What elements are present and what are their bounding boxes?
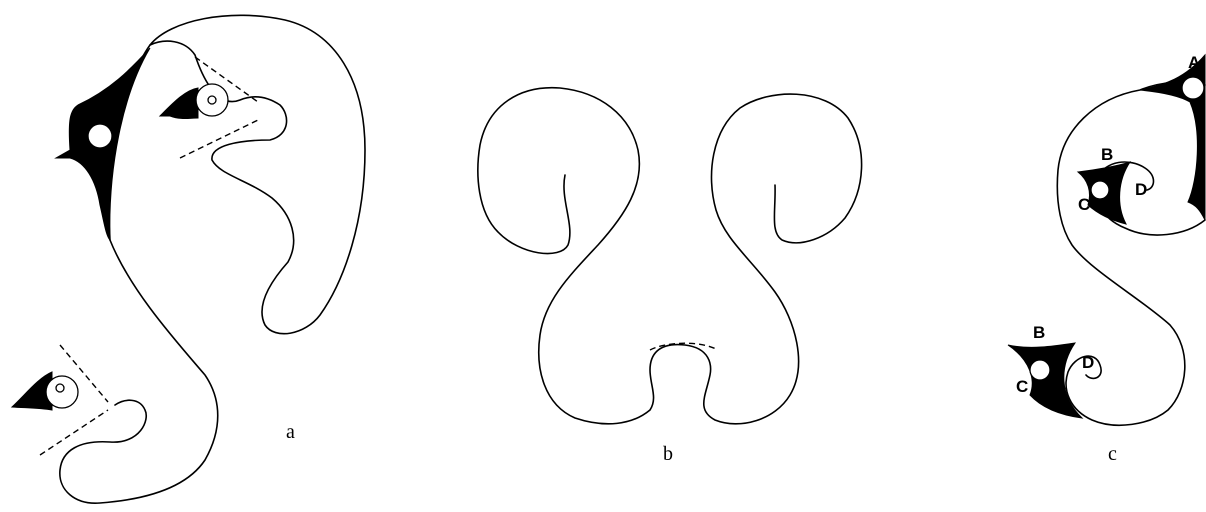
panel-a-outline-lower	[60, 240, 218, 503]
panel-b-label: b	[663, 443, 673, 465]
panel-a: a	[12, 15, 365, 503]
panel-c-point-d-upper: D	[1135, 180, 1147, 199]
panel-c-point-a: A	[1188, 53, 1200, 72]
panel-c-hole-a	[1182, 77, 1204, 99]
panel-a-wedge-top-hole	[88, 124, 112, 148]
panel-c-label: c	[1108, 443, 1117, 465]
panel-c-point-d-lower: D	[1082, 353, 1094, 372]
panel-a-outline	[150, 15, 365, 333]
panel-a-dash-upper-2	[180, 120, 258, 158]
panel-c-point-b-upper: B	[1101, 145, 1113, 164]
panel-a-eye-lower-dot	[56, 384, 64, 392]
panel-b: b	[478, 88, 862, 465]
panel-c-hole-upper	[1091, 181, 1109, 199]
panel-c: A B C D B C D c	[1008, 53, 1205, 465]
panel-b-outline	[478, 88, 862, 424]
panel-a-eye-upper	[160, 88, 198, 119]
panel-c-hole-lower	[1030, 360, 1050, 380]
panel-c-point-b-lower: B	[1033, 323, 1045, 342]
panel-a-label: a	[286, 421, 295, 443]
panel-a-eye-upper-dot	[208, 96, 216, 104]
panel-c-point-c-lower: C	[1016, 377, 1028, 396]
panel-c-outline	[1057, 82, 1205, 425]
panel-c-point-c-upper: C	[1078, 195, 1090, 214]
